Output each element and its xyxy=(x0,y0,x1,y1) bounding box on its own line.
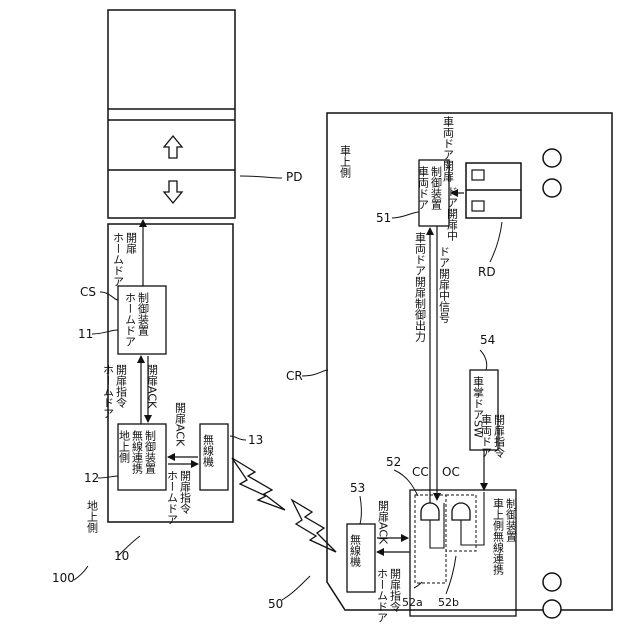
open-ack-radio-label: 開扉ACK xyxy=(174,402,187,447)
number-54-label: 54 xyxy=(480,333,495,347)
vehicle-door-icon xyxy=(466,163,521,218)
oc-label: OC xyxy=(442,465,460,479)
wireless-signal-vehicle-icon xyxy=(292,500,336,552)
cc-label: CC xyxy=(412,465,429,479)
platform-door-unit xyxy=(108,10,235,218)
vehicle-number-label: 50 xyxy=(268,597,283,611)
home-door-open-cmd-onboard-label: ホームドア開扉指令 xyxy=(376,568,402,623)
open-ack-onboard-label: 開扉ACK xyxy=(377,500,390,545)
number-52-label: 52 xyxy=(386,455,401,469)
cc-and-gate-icon xyxy=(421,503,439,520)
leader-lines xyxy=(74,176,502,600)
number-53-label: 53 xyxy=(350,481,365,495)
number-12-label: 12 xyxy=(84,471,99,485)
oc-and-gate-icon xyxy=(452,503,470,520)
home-door-open-cmd-label: ホームドア開扉指令 xyxy=(102,364,128,419)
door-open-up-arrow-icon xyxy=(164,136,182,158)
wireless-signal-ground-icon xyxy=(232,458,285,510)
wheel-bottom-icon xyxy=(543,573,561,618)
ground-coop-controller-label: 地上側無線連携制御装置 xyxy=(118,429,157,475)
cs-label: CS xyxy=(80,285,96,299)
door-opening-label: ドア開扉中 xyxy=(446,186,459,241)
ground-radio-label: 無線機 xyxy=(202,433,215,468)
ground-number-label: 10 xyxy=(114,549,129,563)
system-number-label: 100 xyxy=(52,571,75,585)
vehicle-door-controller-label: 車両ドア制御装置 xyxy=(417,165,443,210)
number-13-label: 13 xyxy=(248,433,263,447)
cr-label: CR xyxy=(286,369,303,383)
number-52b-label: 52b xyxy=(438,596,459,609)
onboard-coop-controller-label: 車上側無線連携制御装置 xyxy=(492,497,518,576)
open-ack-label: 開扉ACK xyxy=(146,364,159,409)
vehicle-open-ctrl-output-label: 車両ドア開扉制御出力 xyxy=(414,231,427,342)
vehicle-side-label: 車上側 xyxy=(339,144,352,178)
number-51-label: 51 xyxy=(376,211,391,225)
home-door-controller-label: ホームドア制御装置 xyxy=(124,292,150,347)
pd-label: PD xyxy=(286,170,302,184)
home-door-open-signal-label: ホームドア開扉 xyxy=(112,232,138,287)
home-door-open-cmd-radio-label: ホームドア開扉指令 xyxy=(166,470,192,525)
rd-label: RD xyxy=(478,265,496,279)
number-52a-label: 52a xyxy=(402,596,423,609)
number-11-label: 11 xyxy=(78,327,93,341)
door-opening-signal-label: ドア開扉中信号 xyxy=(438,246,451,324)
vehicle-door-open-cmd-label: 車両ドア開扉指令 xyxy=(480,413,506,459)
door-open-down-arrow-icon xyxy=(164,181,182,203)
vehicle-door-open-label: 車両ドア開扉 xyxy=(442,115,455,183)
wheel-top-icon xyxy=(543,149,561,197)
vehicle-radio-label: 無線機 xyxy=(349,533,362,568)
ground-side-label: 地上側 xyxy=(86,500,99,533)
